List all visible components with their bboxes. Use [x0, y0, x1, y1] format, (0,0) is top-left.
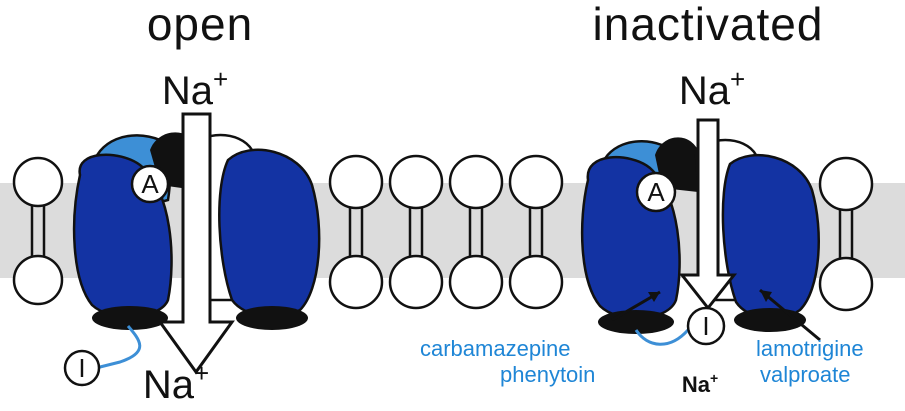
lipid-head-top — [390, 156, 442, 208]
inactivation-gate-label: I — [78, 353, 85, 383]
inactivation-gate-label: I — [702, 311, 709, 341]
activation-gate-label: A — [141, 169, 159, 199]
lipid-head-top — [14, 158, 62, 206]
inactivation-tether — [96, 326, 140, 368]
drug-label-carbamazepine: carbamazepine — [420, 336, 570, 361]
drug-label-phenytoin: phenytoin — [500, 362, 595, 387]
lipid-head-bottom — [820, 258, 872, 310]
ion-label-inactivated-bottom: Na+ — [682, 370, 718, 397]
lipid-head-bottom — [330, 256, 382, 308]
lipid-head-bottom — [510, 256, 562, 308]
ion-label-open-top: Na+ — [162, 64, 228, 113]
lipid-head-bottom — [390, 256, 442, 308]
title-open: open — [147, 0, 253, 50]
lipid-head-bottom — [14, 256, 62, 304]
activation-gate-label: A — [647, 177, 665, 207]
drug-label-lamotrigine: lamotrigine — [756, 336, 864, 361]
ion-label-open-bottom: Na+ — [143, 358, 209, 407]
channel-foot — [236, 306, 308, 330]
lipid-head-bottom — [450, 256, 502, 308]
lipid-head-top — [330, 156, 382, 208]
lipid-head-top — [510, 156, 562, 208]
ion-label-inactivated-top: Na+ — [679, 64, 745, 113]
lipid-head-top — [820, 158, 872, 210]
drug-label-valproate: valproate — [760, 362, 851, 387]
lipid-head-top — [450, 156, 502, 208]
channel-subunit-right — [219, 150, 319, 317]
title-inactivated: inactivated — [593, 0, 824, 50]
